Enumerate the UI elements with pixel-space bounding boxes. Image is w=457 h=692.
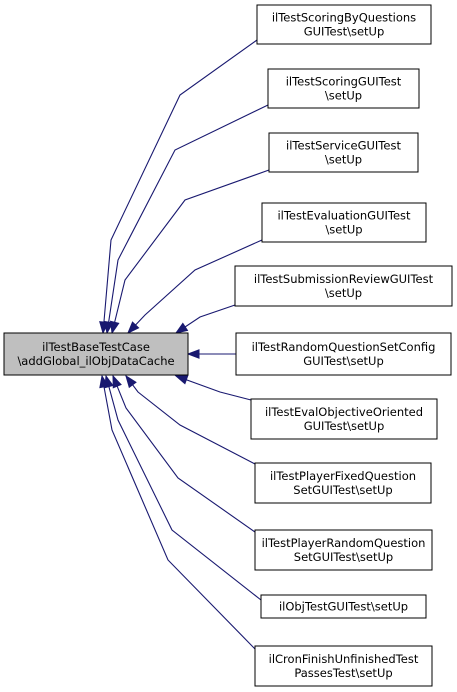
arrowhead (174, 322, 189, 334)
node-box (260, 594, 427, 619)
node-box (234, 265, 453, 307)
node-box (254, 529, 433, 571)
node-label-line: ilTestScoringGUITest (286, 75, 402, 89)
node-label-line: \addGlobal_ilObjDataCache (17, 354, 174, 368)
edge-c6-to-root (186, 349, 236, 359)
node-box (254, 462, 432, 504)
edge-line (105, 375, 262, 601)
node-label-line: SetGUITest\setUp (293, 483, 392, 497)
derived-test-node[interactable]: ilTestScoringGUITest\setUp (267, 68, 420, 109)
node-label-line: ilTestEvaluationGUITest (277, 209, 411, 223)
edge-line (101, 375, 257, 651)
node-label-line: ilTestRandomQuestionSetConfig (252, 340, 436, 354)
edge-line (112, 375, 256, 533)
edge-c11-to-root (99, 374, 257, 651)
edge-line (106, 104, 269, 334)
edge-c10-to-root (104, 374, 262, 601)
arrowhead (99, 374, 109, 389)
edge-line (125, 375, 258, 466)
arrowhead (109, 320, 120, 335)
derived-test-node[interactable]: ilTestServiceGUITest\setUp (268, 132, 419, 173)
node-label-line: ilTestEvalObjectiveOriented (265, 405, 423, 419)
derived-test-node[interactable]: ilTestPlayerFixedQuestionSetGUITest\setU… (254, 462, 432, 504)
derived-test-node[interactable]: ilObjTestGUITest\setUp (260, 594, 427, 619)
node-label-line: ilTestBaseTestCase (42, 340, 150, 354)
edge-c7-to-root (174, 375, 252, 401)
node-label-line: GUITest\setUp (303, 354, 384, 368)
node-box (3, 332, 189, 376)
node-label-line: PassesTest\setUp (294, 666, 392, 680)
node-label-line: GUITest\setUp (304, 419, 385, 433)
arrowhead (186, 349, 200, 359)
node-box (256, 4, 432, 45)
node-label-line: ilTestServiceGUITest (286, 139, 401, 153)
node-label-line: ilObjTestGUITest\setUp (279, 600, 408, 614)
arrowhead (125, 374, 137, 389)
derived-test-node[interactable]: ilCronFinishUnfinishedTestPassesTest\set… (254, 645, 433, 687)
edge-line (175, 375, 252, 401)
edge-c8-to-root (125, 374, 258, 466)
edge-c3-to-root (109, 169, 270, 335)
edge-c4-to-root (127, 239, 263, 335)
arrowhead (127, 321, 140, 335)
node-label-line: ilCronFinishUnfinishedTest (269, 652, 419, 666)
arrowhead (174, 375, 189, 385)
node-box (254, 645, 433, 687)
node-label-line: ilTestPlayerRandomQuestion (262, 536, 426, 550)
node-label-line: GUITest\setUp (304, 25, 385, 39)
root-class-node[interactable]: ilTestBaseTestCase\addGlobal_ilObjDataCa… (3, 332, 189, 376)
node-label-line: \setUp (325, 89, 362, 103)
node-label-line: \setUp (325, 286, 362, 300)
node-box (268, 132, 419, 173)
derived-test-node[interactable]: ilTestEvaluationGUITest\setUp (261, 202, 427, 243)
node-box (235, 332, 452, 376)
node-box (261, 202, 427, 243)
derived-test-node[interactable]: ilTestSubmissionReviewGUITest\setUp (234, 265, 453, 307)
edge-line (102, 39, 258, 334)
edge-line (127, 239, 263, 334)
derived-test-node[interactable]: ilTestPlayerRandomQuestionSetGUITest\set… (254, 529, 433, 571)
derived-test-node[interactable]: ilTestRandomQuestionSetConfigGUITest\set… (235, 332, 452, 376)
edge-c9-to-root (112, 374, 256, 533)
node-box (250, 398, 438, 440)
edges-layer (99, 39, 270, 651)
node-label-line: ilTestScoringByQuestions (272, 11, 416, 25)
edge-line (111, 169, 270, 334)
edge-c5-to-root (174, 304, 236, 334)
nodes-layer: ilTestBaseTestCase\addGlobal_ilObjDataCa… (3, 4, 453, 687)
node-label-line: \setUp (325, 153, 362, 167)
node-box (267, 68, 420, 109)
node-label-line: \setUp (325, 223, 362, 237)
node-label-line: SetGUITest\setUp (294, 550, 393, 564)
node-label-line: ilTestSubmissionReviewGUITest (254, 272, 434, 286)
node-label-line: ilTestPlayerFixedQuestion (270, 469, 416, 483)
arrowhead (112, 374, 122, 389)
